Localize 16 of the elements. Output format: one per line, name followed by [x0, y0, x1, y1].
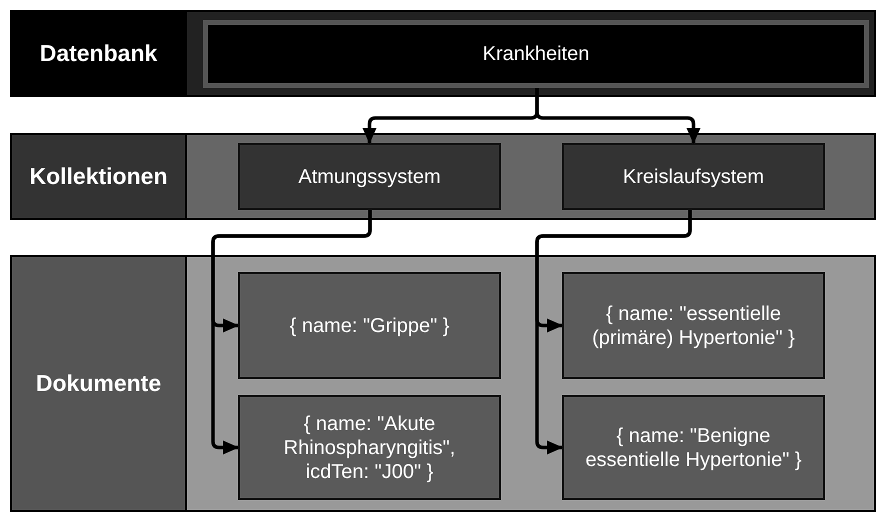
band [10, 10, 876, 97]
document-box: { name: "essentielle (primäre) Hypertonie" } [562, 272, 825, 379]
arrow [535, 88, 700, 144]
band [10, 255, 876, 512]
band [10, 133, 876, 220]
database-box: Krankheiten [203, 20, 869, 88]
document-box: { name: "Benigne essentielle Hypertonie" } [562, 395, 825, 500]
collection-box: Kreislaufsystem [562, 143, 825, 210]
document-box: { name: "Grippe" } [238, 272, 501, 379]
arrow [211, 210, 372, 454]
document-box: { name: "Akute Rhinospharyngitis", icdTen: "J00" } [238, 395, 501, 500]
collection-box: Atmungssystem [238, 143, 501, 210]
band-header: Datenbank [12, 12, 187, 95]
arrow [535, 210, 692, 454]
band-header: Kollektionen [12, 135, 187, 218]
band-header: Dokumente [12, 257, 187, 510]
